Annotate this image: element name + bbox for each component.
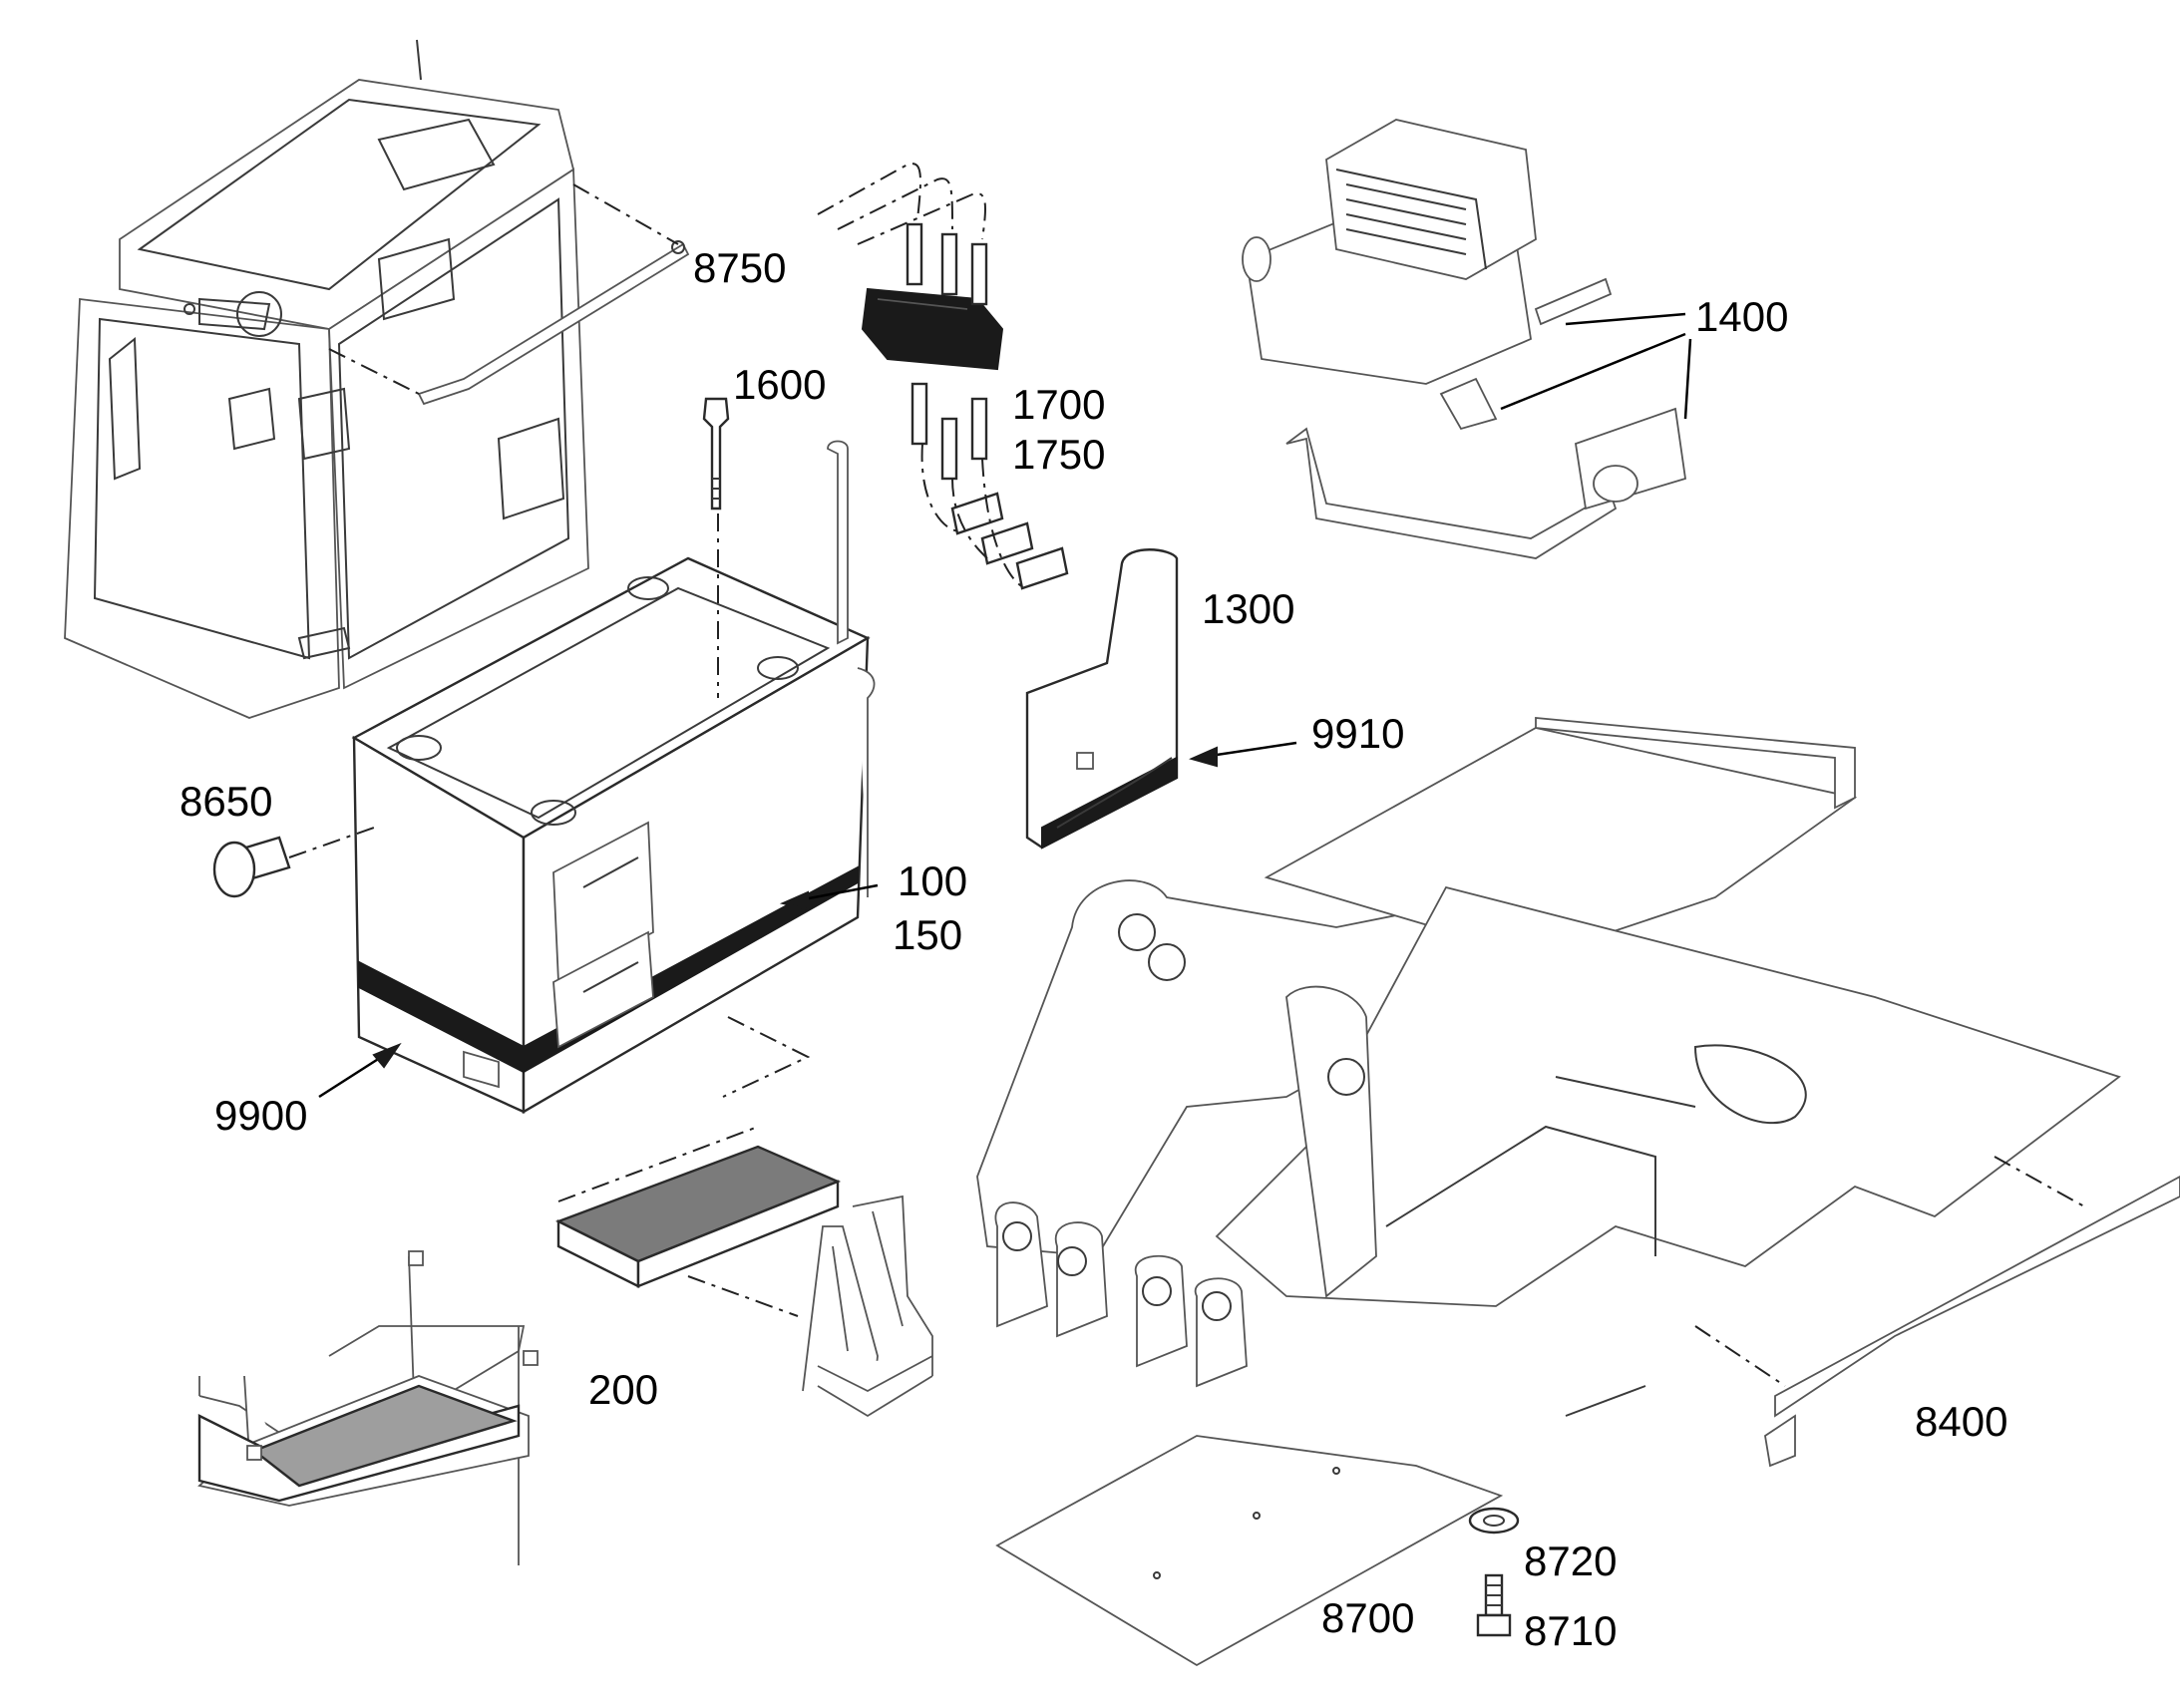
- cap-8650: [212, 827, 375, 898]
- part-labels: 8750 1600 1700 1750 1400 1300 9910 8650 …: [180, 244, 2007, 1654]
- bottom-plate-8700: [995, 1435, 1504, 1667]
- battery-box-100: [351, 440, 876, 1115]
- operator-cab: [64, 39, 589, 719]
- label-1400: 1400: [1695, 293, 1788, 340]
- label-1700: 1700: [1012, 381, 1105, 428]
- label-8750: 8750: [693, 244, 786, 291]
- heater-unit-1400: [1242, 119, 1692, 559]
- mounting-bracket-1700-1750: [817, 163, 1069, 590]
- label-9910: 9910: [1311, 710, 1404, 757]
- label-8650: 8650: [180, 778, 272, 825]
- label-1300: 1300: [1202, 585, 1294, 632]
- cab-handrail-8750: [328, 183, 690, 406]
- label-1750: 1750: [1012, 431, 1105, 478]
- label-200: 200: [588, 1366, 658, 1413]
- cover-panel-1300: [1025, 548, 1179, 850]
- side-plate-8400: [1764, 1175, 2180, 1468]
- label-100: 100: [898, 857, 967, 904]
- label-8710: 8710: [1524, 1607, 1617, 1654]
- step-ladder: [802, 1195, 933, 1418]
- bolt-8710: [1476, 1573, 1512, 1637]
- leader-arrows: [318, 741, 1297, 1099]
- label-150: 150: [893, 911, 962, 958]
- washer-8720: [1468, 1507, 1520, 1535]
- label-1600: 1600: [733, 361, 826, 408]
- label-8720: 8720: [1524, 1537, 1617, 1584]
- label-8700: 8700: [1321, 1594, 1414, 1641]
- access-platform: [197, 1250, 539, 1565]
- label-8400: 8400: [1915, 1398, 2007, 1445]
- main-frame: [976, 717, 2121, 1417]
- bolt-1600: [702, 397, 730, 511]
- label-9900: 9900: [214, 1092, 307, 1139]
- step-200: [555, 1126, 842, 1317]
